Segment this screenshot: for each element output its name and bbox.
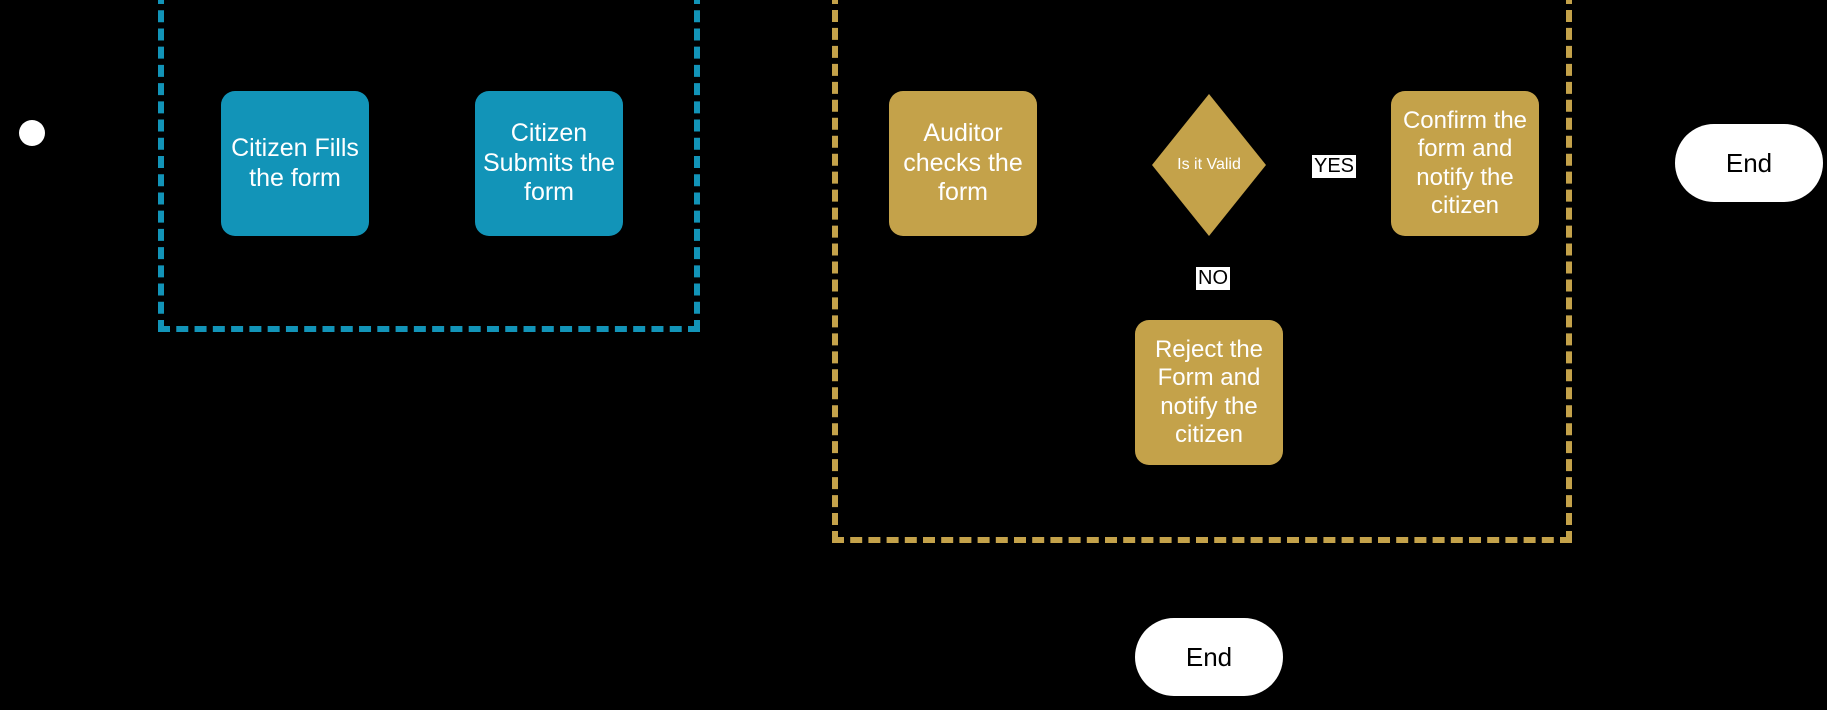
swimlane-citizen: [158, 0, 700, 332]
decision-is-it-valid[interactable]: Is it Valid: [1152, 94, 1266, 236]
task-confirm-form-notify-citizen[interactable]: Confirm the form and notify the citizen: [1391, 91, 1539, 236]
task-citizen-fills-form[interactable]: Citizen Fills the form: [221, 91, 369, 236]
swimlane-auditor: [832, 0, 1572, 543]
edge-label-no: NO: [1196, 267, 1230, 290]
start-node[interactable]: [19, 120, 45, 146]
task-auditor-checks-form[interactable]: Auditor checks the form: [889, 91, 1037, 236]
task-label: Reject the Form and notify the citizen: [1154, 335, 1264, 448]
decision-label: Is it Valid: [1177, 156, 1241, 173]
task-reject-form-notify-citizen[interactable]: Reject the Form and notify the citizen: [1135, 320, 1283, 465]
end-node-rejected[interactable]: End: [1135, 618, 1283, 696]
edge-label-yes: YES: [1312, 155, 1357, 178]
task-label: Auditor checks the form: [903, 119, 1023, 207]
task-label: Citizen Submits the form: [483, 119, 616, 207]
task-label: Confirm the form and notify the citizen: [1402, 106, 1528, 219]
task-label: Citizen Fills the form: [231, 134, 359, 192]
task-citizen-submits-form[interactable]: Citizen Submits the form: [475, 91, 623, 236]
end-node-label: End: [1185, 641, 1233, 672]
end-node-approved[interactable]: End: [1675, 124, 1823, 202]
end-node-label: End: [1725, 147, 1773, 178]
